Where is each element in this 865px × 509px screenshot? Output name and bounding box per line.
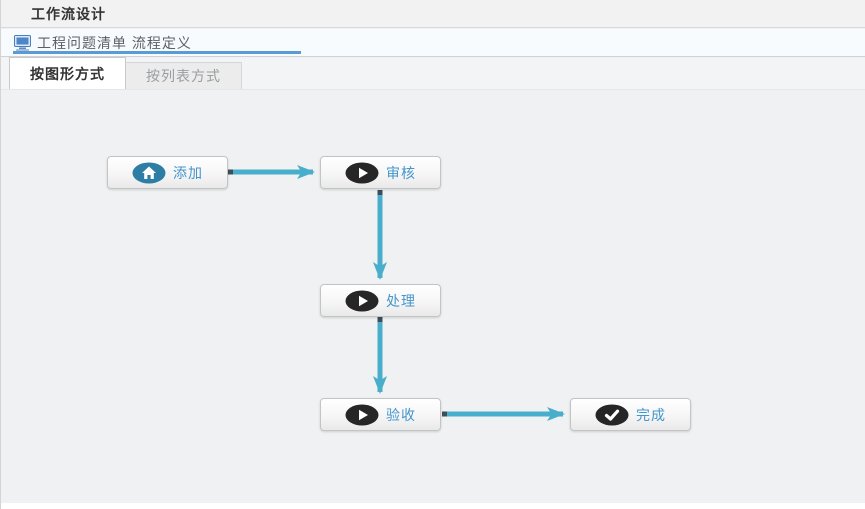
page-title: 工作流设计 bbox=[31, 5, 106, 22]
flow-node-add[interactable]: 添加 bbox=[107, 156, 228, 189]
node-label: 处理 bbox=[386, 292, 416, 309]
play-icon bbox=[345, 404, 379, 425]
play-icon bbox=[345, 162, 379, 183]
node-label: 添加 bbox=[173, 164, 203, 181]
bottom-strip bbox=[1, 503, 865, 509]
flow-node-process[interactable]: 处理 bbox=[320, 284, 441, 317]
breadcrumb-underline bbox=[13, 51, 301, 54]
node-label: 验收 bbox=[386, 406, 416, 423]
tab-strip: 按图形方式 按列表方式 bbox=[1, 57, 865, 90]
tab-graphic-view[interactable]: 按图形方式 bbox=[9, 57, 126, 89]
breadcrumb[interactable]: 工程问题清单 流程定义 bbox=[1, 29, 865, 57]
flow-node-accept[interactable]: 验收 bbox=[320, 398, 441, 431]
monitor-icon bbox=[14, 34, 31, 51]
titlebar: 工作流设计 bbox=[1, 0, 865, 28]
breadcrumb-label: 工程问题清单 流程定义 bbox=[37, 34, 192, 51]
tab-list-view[interactable]: 按列表方式 bbox=[126, 62, 242, 89]
flow-canvas[interactable]: 添加 审核 处理 验收 bbox=[1, 91, 865, 503]
check-icon bbox=[595, 404, 629, 425]
flow-node-review[interactable]: 审核 bbox=[320, 156, 441, 189]
play-icon bbox=[345, 290, 379, 311]
home-icon bbox=[132, 162, 166, 183]
tab-list-view-label: 按列表方式 bbox=[146, 68, 221, 84]
tab-graphic-view-label: 按图形方式 bbox=[30, 65, 105, 82]
flow-node-complete[interactable]: 完成 bbox=[570, 398, 691, 431]
node-label: 审核 bbox=[386, 164, 416, 181]
node-label: 完成 bbox=[636, 406, 666, 423]
